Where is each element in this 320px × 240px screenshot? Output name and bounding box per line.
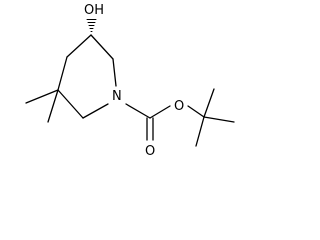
bond-carbonyl-ester-o xyxy=(149,105,171,119)
molecule-structure: OH N O O xyxy=(25,3,235,159)
hydroxyl-label: OH xyxy=(84,3,104,18)
ring-nitrogen-label: N xyxy=(112,89,122,104)
bond-c5-methyl-a xyxy=(25,89,59,104)
bond-c2-n1 xyxy=(112,58,117,87)
bond-ester-o-tbu xyxy=(187,105,205,118)
carbonyl-oxygen-label: O xyxy=(145,144,155,159)
bond-c3-c2 xyxy=(90,34,114,60)
bond-n1-carbonyl xyxy=(125,103,151,119)
bond-tbu-methyl-up xyxy=(203,88,215,118)
bond-tbu-methyl-right xyxy=(203,116,235,123)
bond-c5-c4 xyxy=(57,56,68,91)
bond-n1-c6 xyxy=(82,103,109,119)
ester-oxygen-label: O xyxy=(174,99,184,114)
bond-tbu-methyl-down xyxy=(195,116,205,147)
stereo-hash-wedge xyxy=(86,19,97,32)
bond-c5-methyl-b xyxy=(47,89,59,123)
bond-c6-c5 xyxy=(57,89,84,119)
bond-c4-c3 xyxy=(66,34,92,58)
